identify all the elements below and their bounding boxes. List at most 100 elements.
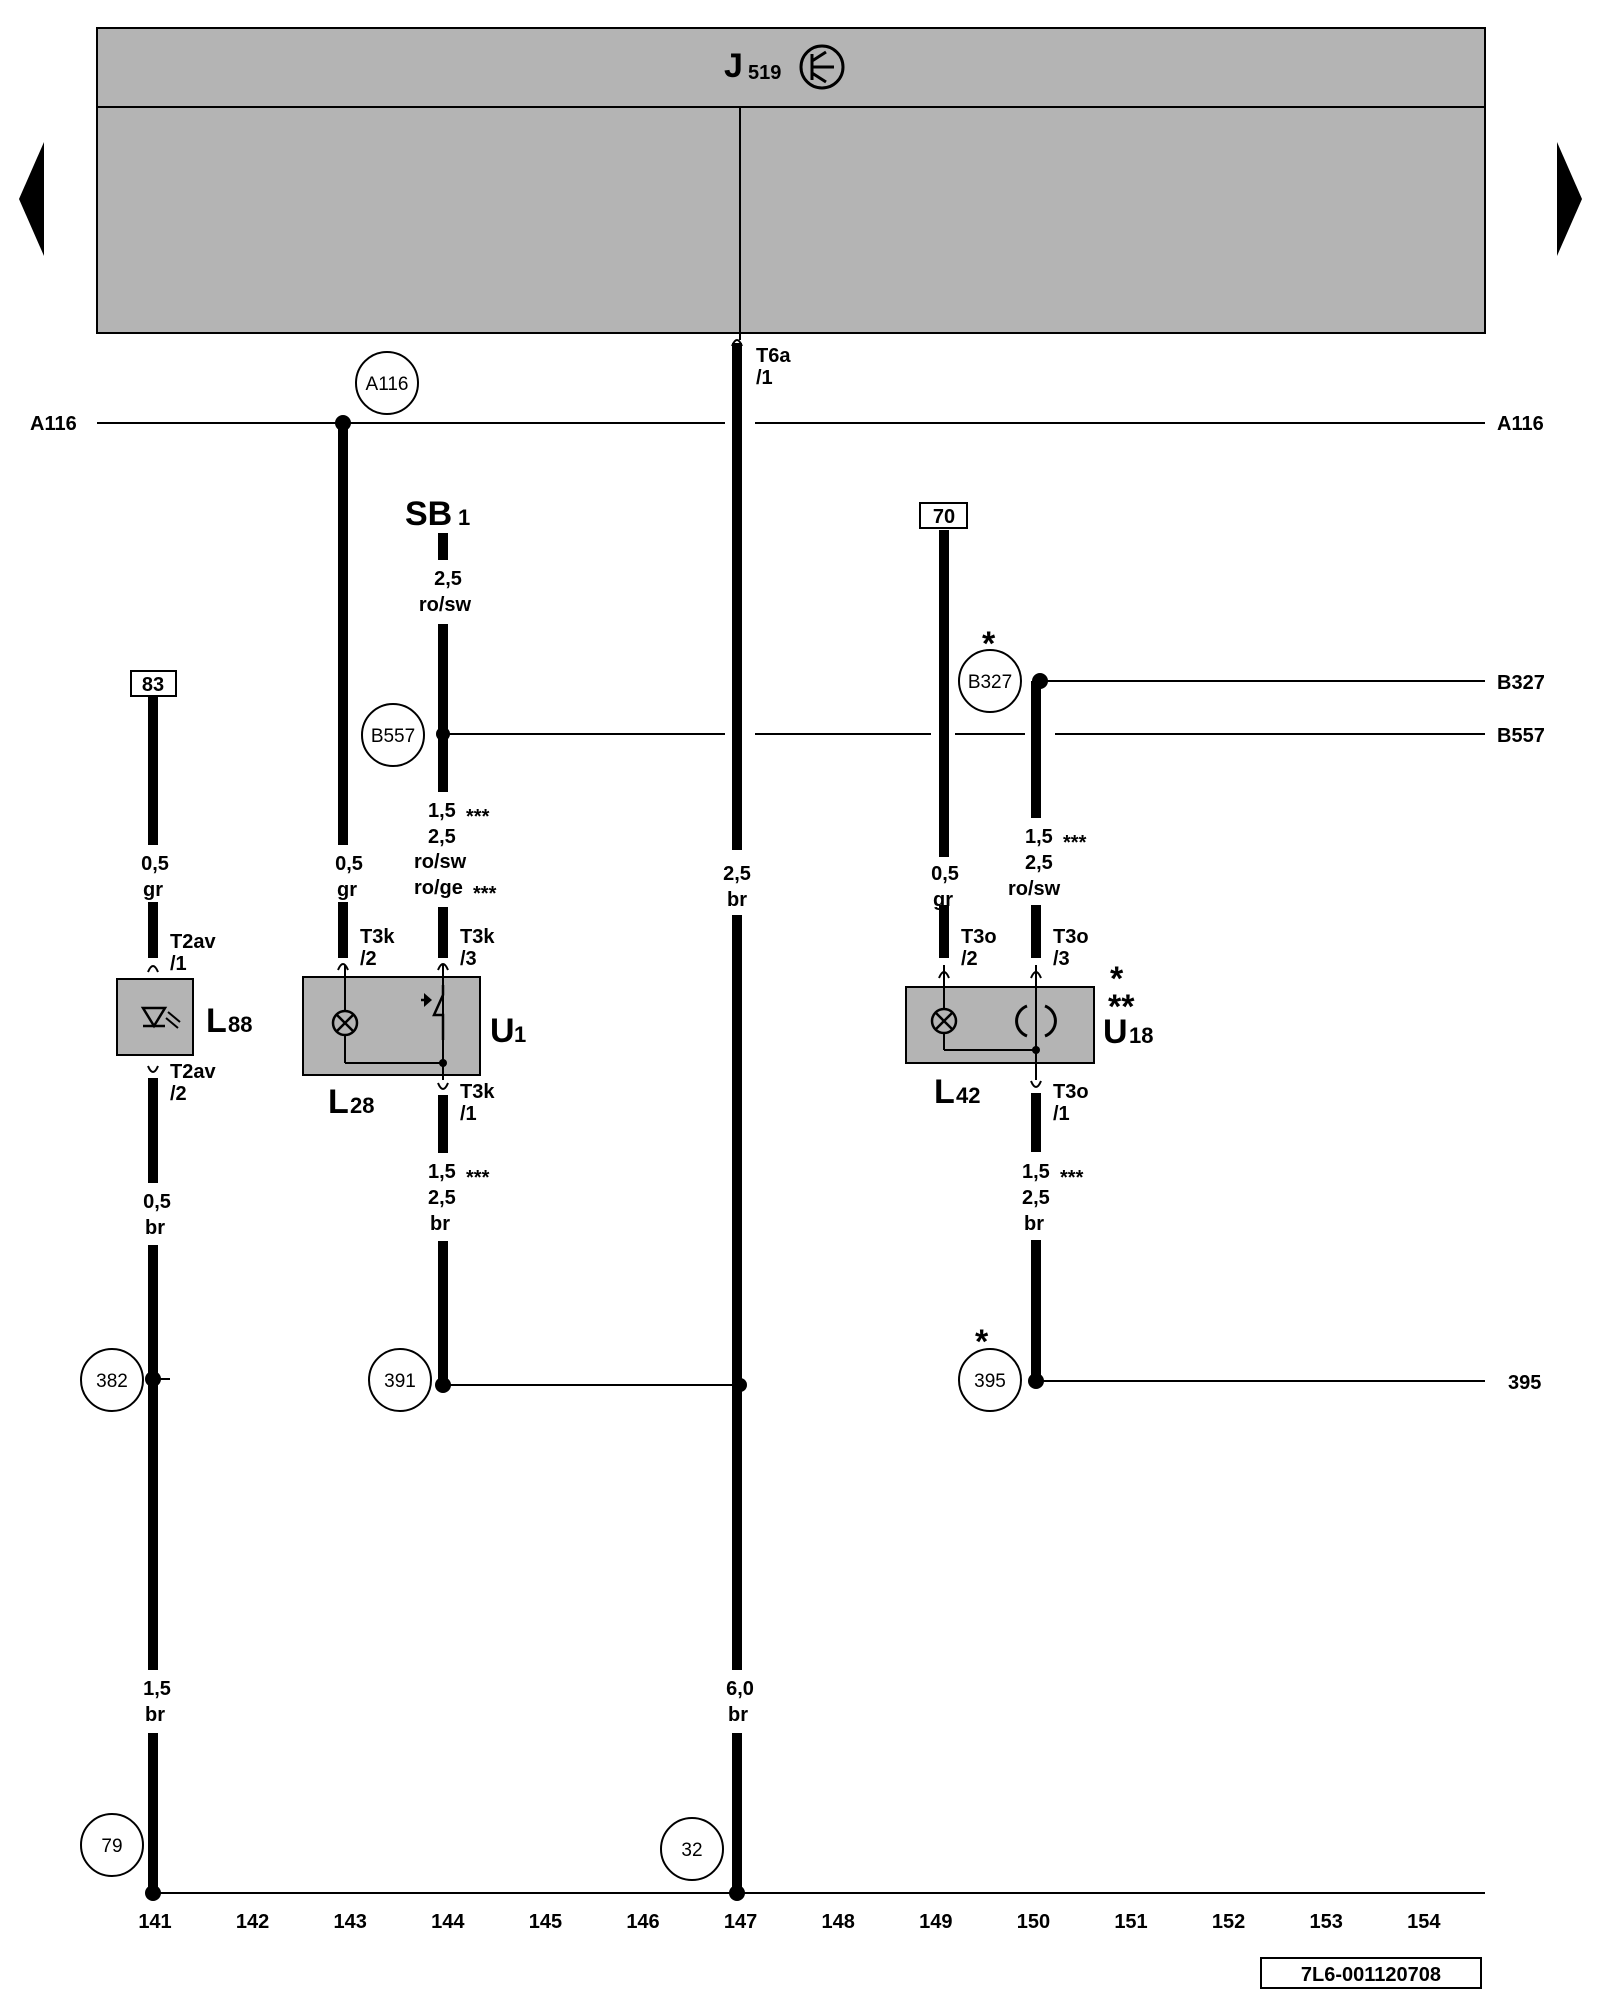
svg-text:ro/sw: ro/sw (1008, 878, 1061, 900)
svg-text:2,5: 2,5 (434, 568, 462, 590)
svg-text:1,5: 1,5 (1025, 826, 1053, 848)
svg-text:1,5: 1,5 (428, 1161, 456, 1183)
lamp-icon (331, 1009, 359, 1037)
u18-subscript: 18 (1129, 1023, 1153, 1048)
control-unit-name: J (724, 47, 743, 85)
track-number: 150 (1017, 1911, 1050, 1933)
track-number: 144 (431, 1911, 465, 1933)
line-a116-label-right: A116 (1497, 413, 1544, 435)
circle-ref-b557[interactable]: B557 (361, 703, 425, 767)
c395-star: * (975, 1323, 989, 1361)
u1-name: U (490, 1012, 515, 1050)
svg-text:T2av: T2av (170, 931, 216, 953)
ref-box-83[interactable]: 83 (130, 670, 177, 697)
line-a116-label-left: A116 (30, 413, 77, 435)
line-395-label: 395 (1508, 1372, 1541, 1394)
svg-text:/2: /2 (961, 948, 978, 970)
junction-395 (1028, 1373, 1044, 1389)
circle-ref-395[interactable]: 395 (958, 1348, 1022, 1412)
svg-text:1,5: 1,5 (1022, 1161, 1050, 1183)
u18-name: U (1103, 1013, 1128, 1051)
component-u18: U 18 L 42 * ** (905, 960, 1153, 1111)
wire-label-ground-141: 1,5 br (143, 1678, 171, 1726)
connector-t3o-3: T3o /3 (1030, 926, 1089, 979)
svg-text:gr: gr (143, 879, 163, 901)
track-number: 154 (1407, 1911, 1441, 1933)
svg-text:T3k: T3k (360, 926, 395, 948)
svg-text:1,5: 1,5 (143, 1678, 171, 1700)
junction-a116 (335, 415, 351, 431)
wire-label-j519: 2,5 br (723, 863, 751, 911)
svg-text:T2av: T2av (170, 1061, 216, 1083)
l88-name: L (206, 1002, 227, 1040)
line-395: 395 (1036, 1372, 1541, 1394)
svg-text:T3k: T3k (460, 926, 495, 948)
svg-text:/1: /1 (756, 367, 773, 389)
track-number: 147 (724, 1911, 757, 1933)
svg-text:ro/ge: ro/ge (414, 877, 463, 899)
l42-name: L (934, 1073, 955, 1111)
fuse-sb1-subscript: 1 (458, 505, 470, 530)
svg-text:2,5: 2,5 (1022, 1187, 1050, 1209)
wire-label-u18-in: 1,5 *** 2,5 ro/sw (1008, 826, 1087, 900)
track-number: 152 (1212, 1911, 1245, 1933)
svg-text:391: 391 (384, 1371, 416, 1392)
connector-t2av-1: T2av /1 (147, 931, 216, 975)
track-number: 141 (138, 1911, 171, 1933)
svg-text:br: br (1024, 1213, 1044, 1235)
svg-text:0,5: 0,5 (143, 1191, 171, 1213)
track-number: 149 (919, 1911, 952, 1933)
svg-text:382: 382 (96, 1371, 128, 1392)
wire-label-sb1: 2,5 ro/sw (419, 568, 472, 616)
svg-text:32: 32 (681, 1840, 702, 1861)
svg-text:B557: B557 (371, 726, 415, 747)
circle-ref-b327[interactable]: B327 (958, 649, 1022, 713)
svg-text:T6a: T6a (756, 345, 791, 367)
track-number: 142 (236, 1911, 269, 1933)
connector-t3o-1: T3o /1 (1030, 1080, 1089, 1125)
svg-text:/3: /3 (1053, 948, 1070, 970)
svg-text:0,5: 0,5 (335, 853, 363, 875)
junction-391 (435, 1377, 451, 1393)
lamp-icon (930, 1007, 958, 1035)
svg-text:70: 70 (933, 506, 955, 528)
ground-point-141 (145, 1885, 161, 1901)
svg-text:6,0: 6,0 (726, 1678, 754, 1700)
circle-ref-391[interactable]: 391 (368, 1348, 432, 1412)
b327-star: * (982, 625, 996, 663)
track-number: 146 (626, 1911, 659, 1933)
control-unit-subscript: 519 (748, 62, 781, 84)
ref-box-70[interactable]: 70 (919, 502, 968, 529)
wire-label-u1-in: 1,5 *** 2,5 ro/sw ro/ge *** (414, 800, 497, 905)
svg-text:2,5: 2,5 (1025, 852, 1053, 874)
svg-text:/2: /2 (170, 1083, 187, 1105)
socket-icon (1015, 1004, 1057, 1038)
track-number: 151 (1114, 1911, 1147, 1933)
svg-text:/1: /1 (170, 953, 187, 975)
circle-ref-382[interactable]: 382 (80, 1348, 144, 1412)
circle-ref-32[interactable]: 32 (660, 1817, 724, 1881)
next-page-arrow-icon[interactable] (1557, 142, 1582, 256)
ground-point-147 (729, 1885, 745, 1901)
svg-text:B327: B327 (968, 672, 1012, 693)
svg-text:***: *** (466, 806, 490, 828)
l28-name: L (328, 1083, 349, 1121)
svg-text:gr: gr (933, 889, 953, 911)
svg-text:br: br (430, 1213, 450, 1235)
track-number: 148 (822, 1911, 855, 1933)
svg-text:br: br (727, 889, 747, 911)
connector-t6a-1: T6a /1 (731, 339, 791, 389)
wire-label-u18-out: 1,5 *** 2,5 br (1022, 1161, 1084, 1235)
svg-text:br: br (145, 1704, 165, 1726)
svg-text:***: *** (1060, 1167, 1084, 1189)
svg-text:/3: /3 (460, 948, 477, 970)
svg-text:***: *** (473, 883, 497, 905)
prev-page-arrow-icon[interactable] (19, 142, 44, 256)
circle-ref-79[interactable]: 79 (80, 1813, 144, 1877)
u1-subscript: 1 (514, 1022, 526, 1047)
connector-t3k-1: T3k /1 (437, 1081, 495, 1125)
circle-ref-a116[interactable]: A116 (355, 351, 419, 415)
document-id-text: 7L6-001120708 (1301, 1964, 1441, 1986)
wire-label-l88-out: 0,5 br (143, 1191, 171, 1239)
